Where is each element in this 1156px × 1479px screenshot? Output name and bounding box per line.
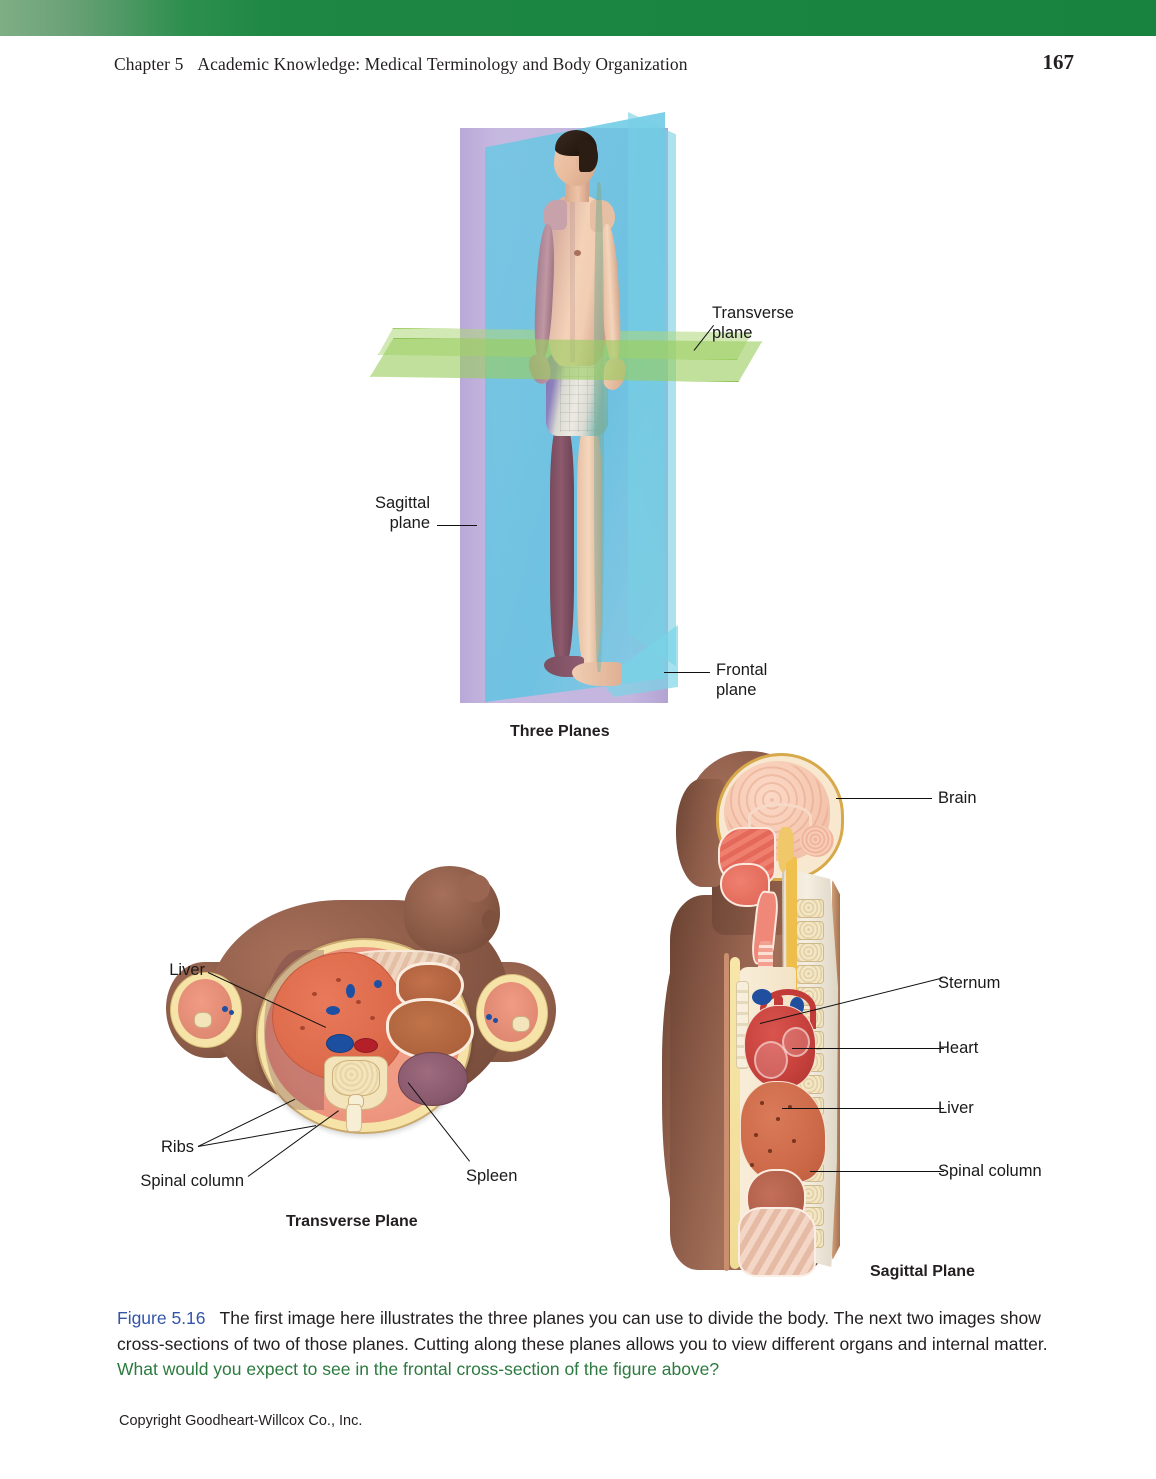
liver-leader-line-sagittal: [782, 1108, 944, 1110]
label-liver-sagittal: Liver: [938, 1099, 974, 1117]
transverse-plane-shape: [370, 338, 762, 382]
transverse-cross-section-illustration: [160, 866, 560, 1136]
figure-caption-body: The first image here illustrates the thr…: [117, 1308, 1048, 1354]
figure-sagittal-plane: Brain Sternum Heart Liver Spinal column …: [660, 745, 1080, 1290]
figure-caption-question: What would you expect to see in the fron…: [117, 1359, 720, 1380]
label-heart: Heart: [938, 1039, 979, 1057]
running-head: Chapter 5 Academic Knowledge: Medical Ter…: [114, 54, 688, 75]
label-spinal-column-transverse: Spinal column: [140, 1172, 244, 1190]
figure-transverse-plane: Liver Ribs Spinal column Spleen Transver…: [120, 860, 600, 1240]
label-sagittal-plane: Sagittal plane: [374, 494, 430, 533]
frontal-leader-line: [664, 672, 710, 674]
label-brain: Brain: [938, 789, 977, 807]
header-green-bar: [0, 0, 1156, 36]
sagittal-leader-line: [437, 525, 477, 527]
chapter-title: Academic Knowledge: Medical Terminology …: [197, 54, 688, 74]
label-ribs: Ribs: [160, 1138, 194, 1156]
figure-three-planes: Transverse plane Sagittal plane Frontal …: [0, 100, 1156, 750]
label-sternum: Sternum: [938, 974, 1001, 992]
chapter-label: Chapter 5: [114, 54, 184, 74]
caption-transverse-plane: Transverse Plane: [286, 1213, 418, 1230]
caption-three-planes: Three Planes: [510, 723, 610, 740]
spinal-column-leader-line-sagittal: [810, 1171, 944, 1173]
brain-leader-line: [836, 798, 932, 800]
caption-sagittal-plane: Sagittal Plane: [870, 1263, 975, 1280]
three-planes-illustration: [360, 100, 800, 720]
frontal-plane-wing: [628, 112, 676, 667]
label-liver-transverse: Liver: [169, 961, 205, 979]
standing-man-illustration: [510, 130, 640, 712]
figure-number: Figure 5.16: [117, 1308, 206, 1328]
label-spinal-column-sagittal: Spinal column: [938, 1162, 1042, 1180]
page-number: 167: [1042, 50, 1075, 74]
heart-leader-line: [792, 1048, 944, 1050]
label-frontal-plane: Frontal plane: [716, 661, 768, 700]
label-transverse-plane: Transverse plane: [712, 304, 794, 343]
copyright-notice: Copyright Goodheart-Willcox Co., Inc.: [119, 1413, 363, 1429]
sagittal-cross-section-illustration: [660, 745, 940, 1277]
label-spleen: Spleen: [466, 1167, 518, 1185]
